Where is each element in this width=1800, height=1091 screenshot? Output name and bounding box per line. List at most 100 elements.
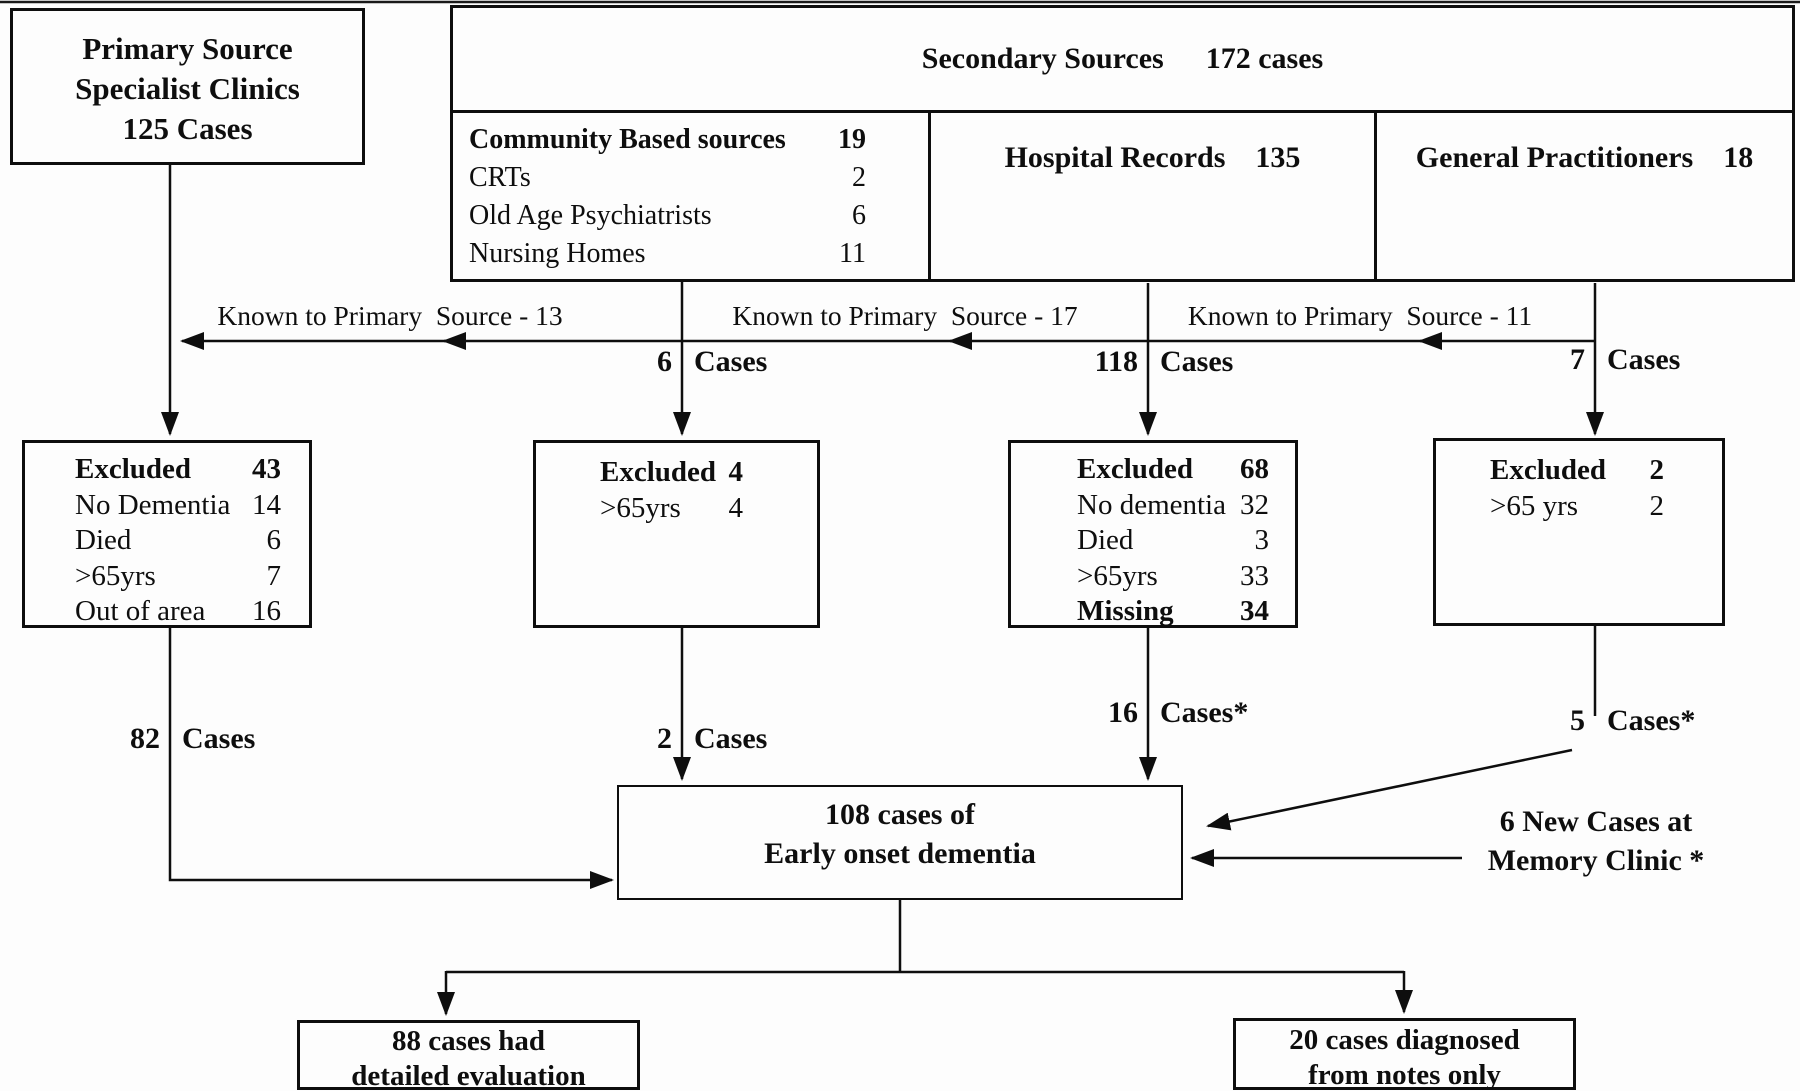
early-onset-dementia-box: 108 cases of Early onset dementia xyxy=(617,785,1183,900)
hospital-records-title: Hospital Records xyxy=(1004,141,1226,174)
outcome-box-line: 88 cases had xyxy=(391,1025,546,1057)
outcome-box-line: from notes only xyxy=(1308,1059,1501,1091)
secondary-sources-box: Secondary Sources 172 cases Community Ba… xyxy=(450,5,1795,282)
excluded-item-label: Out of area xyxy=(75,595,206,627)
community-sources-cell: Community Based sources 19 CRTs 2 Old Ag… xyxy=(453,113,931,279)
excluded-item-row: Died 6 xyxy=(75,523,281,559)
excluded-item-row: No dementia 32 xyxy=(1077,488,1269,524)
memory-clinic-note-line: 6 New Cases at xyxy=(1499,805,1693,838)
secondary-sources-count: 172 cases xyxy=(1205,42,1324,75)
excluded-item-row: Out of area 16 xyxy=(75,594,281,630)
excluded-item-row: >65 yrs 2 xyxy=(1490,489,1664,525)
excluded-count: 43 xyxy=(252,453,281,485)
excluded-item-row: >65yrs 7 xyxy=(75,559,281,595)
case-count-num: 16 xyxy=(1108,696,1138,729)
community-item-label: Old Age Psychiatrists xyxy=(469,200,712,231)
secondary-sources-title: Secondary Sources xyxy=(921,42,1164,75)
excluded-box-gp: Excluded 2 >65 yrs 2 xyxy=(1433,438,1725,626)
excluded-title-row: Excluded 43 xyxy=(75,452,281,488)
excluded-item-row: No Dementia 14 xyxy=(75,488,281,524)
excluded-title-row: Excluded 68 xyxy=(1077,452,1269,488)
community-item-row: Nursing Homes 11 xyxy=(469,235,866,273)
general-practitioners-count: 18 xyxy=(1723,141,1754,174)
known-to-primary-label-13: Known to Primary Source - 13 xyxy=(217,300,563,331)
hospital-records-count: 135 xyxy=(1255,141,1301,174)
excluded-item-label: No Dementia xyxy=(75,488,231,521)
case-count-num: 5 xyxy=(1570,704,1585,737)
excluded-item-label: Missing xyxy=(1077,595,1174,627)
known-to-primary-label-17: Known to Primary Source - 17 xyxy=(732,300,1078,331)
known-to-primary-label-11: Known to Primary Source - 11 xyxy=(1187,300,1533,331)
primary-source-line: Primary Source xyxy=(82,31,293,66)
excluded-item-value: 14 xyxy=(252,488,281,521)
excluded-item-value: 34 xyxy=(1240,595,1269,627)
primary-source-count: 125 Cases xyxy=(122,111,253,146)
hospital-records-cell: Hospital Records 135 xyxy=(931,113,1377,279)
case-count-word: Cases xyxy=(694,722,768,755)
outcome-box-line: detailed evaluation xyxy=(351,1060,586,1091)
case-count-num: 82 xyxy=(130,722,160,755)
excluded-item-row: Died 3 xyxy=(1077,523,1269,559)
memory-clinic-note: 6 New Cases at Memory Clinic * xyxy=(1446,803,1746,880)
community-count: 19 xyxy=(838,124,866,155)
case-count-num: 7 xyxy=(1570,343,1585,376)
secondary-sources-header: Secondary Sources 172 cases xyxy=(453,8,1792,113)
excluded-box-primary: Excluded 43 No Dementia 14 Died 6 >65yrs… xyxy=(22,440,312,628)
excluded-title: Excluded xyxy=(75,453,192,485)
excluded-title: Excluded xyxy=(1490,454,1607,486)
community-item-row: CRTs 2 xyxy=(469,159,866,197)
case-count-word: Cases xyxy=(1160,345,1234,378)
case-count-word: Cases xyxy=(694,345,768,378)
excluded-item-row-missing: Missing 34 xyxy=(1077,594,1269,630)
case-count-word: Cases xyxy=(1607,343,1681,376)
general-practitioners-title: General Practitioners xyxy=(1415,141,1694,174)
excluded-item-row: >65yrs 4 xyxy=(600,491,743,527)
community-title-row: Community Based sources 19 xyxy=(469,121,866,159)
case-count-word: Cases* xyxy=(1160,696,1249,729)
excluded-item-value: 3 xyxy=(1254,524,1270,556)
excluded-count: 2 xyxy=(1649,454,1665,486)
excluded-item-value: 2 xyxy=(1649,489,1665,522)
community-item-label: CRTs xyxy=(469,162,531,193)
central-box-line: 108 cases of xyxy=(825,798,975,831)
notes-only-box: 20 cases diagnosed from notes only xyxy=(1233,1018,1576,1091)
arrow-5-cases-diagonal xyxy=(1206,748,1573,831)
excluded-item-label: >65yrs xyxy=(75,559,156,592)
excluded-title-row: Excluded 2 xyxy=(1490,453,1664,489)
excluded-title: Excluded xyxy=(1077,453,1194,485)
excluded-item-value: 33 xyxy=(1240,559,1269,592)
excluded-box-community: Excluded 4 >65yrs 4 xyxy=(533,440,820,628)
excluded-title: Excluded xyxy=(600,456,717,488)
excluded-item-value: 16 xyxy=(252,595,281,627)
excluded-item-value: 32 xyxy=(1240,488,1269,521)
excluded-item-label: Died xyxy=(75,524,132,556)
secondary-sources-cells: Community Based sources 19 CRTs 2 Old Ag… xyxy=(453,113,1792,279)
memory-clinic-note-line: Memory Clinic * xyxy=(1487,843,1705,877)
detailed-evaluation-box: 88 cases had detailed evaluation xyxy=(297,1020,640,1091)
excluded-count: 68 xyxy=(1240,453,1269,485)
excluded-item-label: Died xyxy=(1077,524,1134,556)
primary-source-box: Primary Source Specialist Clinics 125 Ca… xyxy=(10,8,365,165)
case-count-num: 6 xyxy=(657,345,672,378)
excluded-count: 4 xyxy=(728,456,744,488)
community-item-value: 2 xyxy=(852,162,866,193)
excluded-item-value: 7 xyxy=(266,559,282,592)
excluded-item-label: No dementia xyxy=(1077,488,1226,521)
excluded-item-label: >65yrs xyxy=(1077,559,1158,592)
central-box-line: Early onset dementia xyxy=(764,837,1036,870)
community-title: Community Based sources xyxy=(469,124,786,155)
excluded-title-row: Excluded 4 xyxy=(600,455,743,491)
community-item-row: Old Age Psychiatrists 6 xyxy=(469,197,866,235)
community-item-value: 11 xyxy=(839,238,866,269)
general-practitioners-cell: General Practitioners 18 xyxy=(1377,113,1792,279)
case-count-num: 2 xyxy=(657,722,672,755)
excluded-item-label: >65yrs xyxy=(600,491,681,524)
arrow-82-cases xyxy=(168,628,614,889)
excluded-item-row: >65yrs 33 xyxy=(1077,559,1269,595)
case-count-num: 118 xyxy=(1094,345,1138,378)
primary-source-line: Specialist Clinics xyxy=(75,71,300,106)
community-item-value: 6 xyxy=(852,200,866,231)
excluded-item-label: >65 yrs xyxy=(1490,489,1579,522)
